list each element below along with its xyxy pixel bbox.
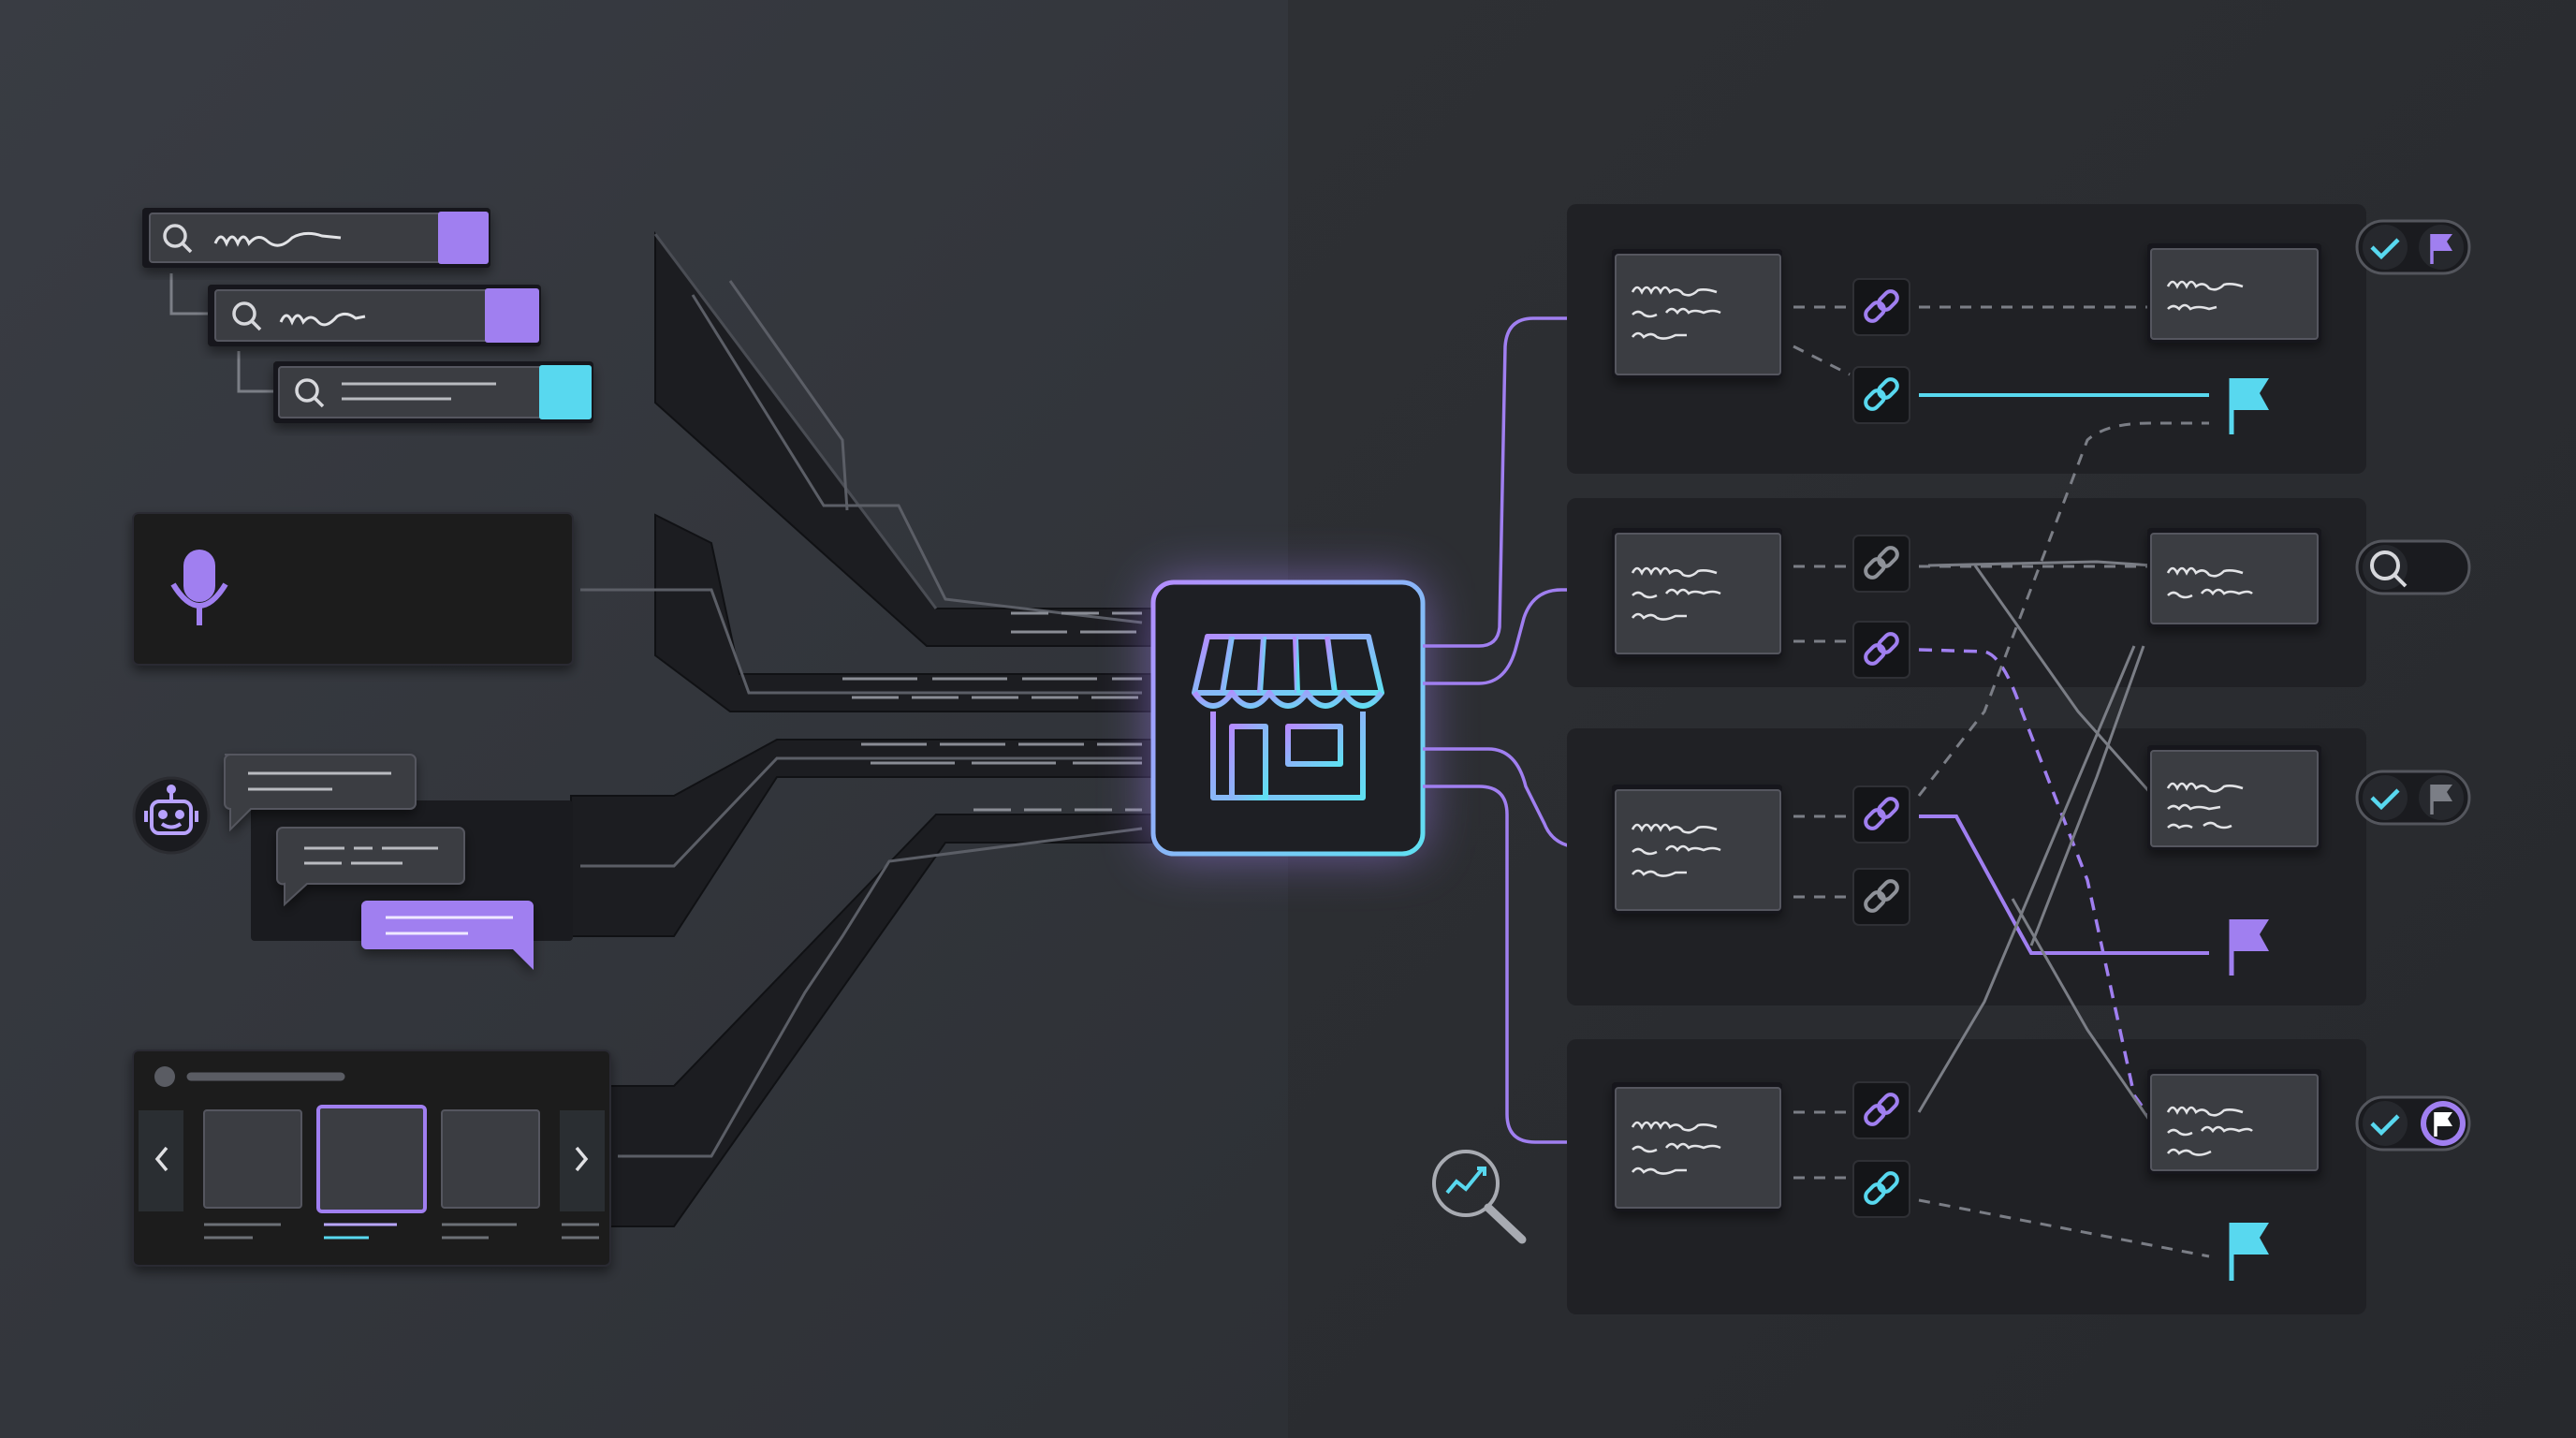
status-toggle[interactable] xyxy=(2355,219,2471,275)
listing-card[interactable] xyxy=(2147,243,2321,343)
listing-card[interactable] xyxy=(1612,785,1782,914)
link-icon xyxy=(1864,879,1899,913)
status-toggle[interactable] xyxy=(2355,1095,2471,1152)
link-node[interactable] xyxy=(1852,1081,1910,1139)
microphone-icon[interactable] xyxy=(170,550,228,625)
link-node[interactable] xyxy=(1852,535,1910,593)
search-icon xyxy=(295,378,325,408)
status-toggles xyxy=(2355,219,2471,1152)
listing-card[interactable] xyxy=(2147,1069,2321,1174)
link-node[interactable] xyxy=(1852,366,1910,424)
flag-icon[interactable] xyxy=(2229,919,2269,976)
destination-flags xyxy=(2229,378,2269,1281)
input-ribbons xyxy=(570,231,1152,1227)
search-button-3[interactable] xyxy=(539,365,592,419)
search-icon xyxy=(232,301,262,331)
search-stack xyxy=(142,208,593,423)
audio-waveform xyxy=(262,545,519,633)
listing-card[interactable] xyxy=(1612,528,1782,657)
link-node[interactable] xyxy=(1852,1160,1910,1218)
carousel-item-2-selected[interactable] xyxy=(316,1105,427,1213)
listing-cards-right xyxy=(2147,243,2321,1174)
flag-icon[interactable] xyxy=(2229,1223,2269,1281)
link-icon xyxy=(1864,546,1899,580)
query-scribble xyxy=(213,231,342,247)
search-button-2[interactable] xyxy=(485,288,539,343)
check-icon xyxy=(2370,788,2400,811)
listing-card[interactable] xyxy=(1612,249,1782,378)
link-icon xyxy=(1864,289,1899,323)
storefront-icon xyxy=(1192,634,1384,800)
search-button-1[interactable] xyxy=(438,212,489,264)
search-icon xyxy=(163,224,193,254)
chat-bubble-incoming-1 xyxy=(224,754,417,832)
link-node[interactable] xyxy=(1852,868,1910,926)
bot-avatar[interactable] xyxy=(132,776,211,855)
chevron-left-icon xyxy=(154,1146,168,1172)
flag-icon xyxy=(2430,234,2452,264)
link-node[interactable] xyxy=(1852,621,1910,679)
check-icon xyxy=(2370,1114,2400,1137)
query-scribble xyxy=(279,312,366,327)
link-icon xyxy=(1864,797,1899,830)
chat-bubble-outgoing xyxy=(361,901,534,970)
carousel-next-button[interactable] xyxy=(560,1110,605,1211)
carousel-prev-button[interactable] xyxy=(139,1110,183,1211)
carousel-item-1[interactable] xyxy=(203,1109,302,1209)
chat-bubble-incoming-2 xyxy=(276,827,465,907)
link-icon xyxy=(1864,377,1899,411)
search-icon xyxy=(2370,550,2408,588)
voice-input-panel[interactable] xyxy=(132,512,574,666)
listing-cards-left xyxy=(1612,249,1782,1211)
chevron-right-icon xyxy=(575,1146,589,1172)
search-bar-2[interactable] xyxy=(208,285,541,346)
marketplace-hub[interactable] xyxy=(1150,580,1426,857)
product-carousel xyxy=(132,1049,611,1267)
link-nodes xyxy=(1852,278,1910,1218)
link-icon xyxy=(1864,632,1899,666)
analytics-magnifier-icon[interactable] xyxy=(1432,1150,1527,1244)
chat-conversation xyxy=(132,754,573,970)
link-node[interactable] xyxy=(1852,278,1910,336)
carousel-item-3[interactable] xyxy=(441,1109,540,1209)
flag-icon xyxy=(2434,1112,2452,1137)
check-icon xyxy=(2370,238,2400,260)
flag-icon[interactable] xyxy=(2229,378,2269,434)
status-toggle[interactable] xyxy=(2355,770,2471,826)
window-dot xyxy=(154,1066,175,1087)
search-bar-1[interactable] xyxy=(142,208,490,268)
search-bar-3[interactable] xyxy=(273,361,593,423)
link-icon xyxy=(1864,1093,1899,1126)
search-toggle[interactable] xyxy=(2355,539,2471,595)
link-node[interactable] xyxy=(1852,785,1910,844)
cross-connections xyxy=(1793,305,2210,1258)
listing-card[interactable] xyxy=(1612,1082,1782,1211)
flag-icon xyxy=(2430,785,2452,814)
listing-card[interactable] xyxy=(2147,528,2321,627)
bot-icon xyxy=(144,785,198,835)
link-icon xyxy=(1864,1171,1899,1205)
listing-card[interactable] xyxy=(2147,745,2321,850)
